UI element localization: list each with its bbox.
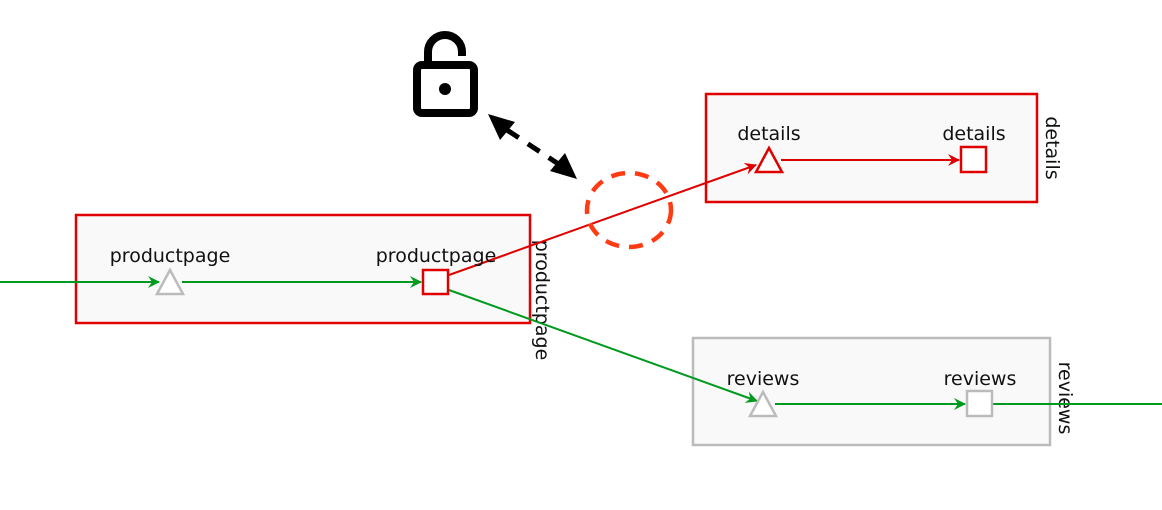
unlocked-padlock-icon[interactable]	[413, 31, 478, 117]
node-productpage-workload-square[interactable]	[421, 268, 450, 296]
group-box-productpage[interactable]	[74, 213, 532, 325]
group-box-reviews[interactable]	[691, 336, 1052, 447]
highlight-dashed-circle	[584, 170, 674, 250]
edge-productpage-to-reviews[interactable]	[448, 289, 758, 403]
node-details-workload-square[interactable]	[959, 145, 988, 174]
node-reviews-service-triangle[interactable]	[747, 389, 779, 418]
node-label-reviews-service: reviews	[727, 368, 800, 390]
group-box-details[interactable]	[704, 92, 1039, 204]
node-details-service-triangle[interactable]	[753, 145, 785, 174]
group-label-details: details	[1041, 116, 1063, 179]
node-label-productpage-service: productpage	[110, 245, 231, 267]
node-label-reviews-workload: reviews	[944, 368, 1017, 390]
node-label-details-service: details	[737, 123, 800, 145]
group-label-reviews: reviews	[1054, 362, 1076, 435]
node-label-details-workload: details	[942, 123, 1005, 145]
edge-productpage-to-details[interactable]	[448, 163, 757, 276]
node-label-productpage-workload: productpage	[376, 245, 497, 267]
dashed-double-arrow	[488, 114, 577, 179]
node-reviews-workload-square[interactable]	[965, 389, 994, 418]
group-label-productpage: productpage	[531, 240, 553, 361]
node-productpage-service-triangle[interactable]	[154, 267, 186, 296]
